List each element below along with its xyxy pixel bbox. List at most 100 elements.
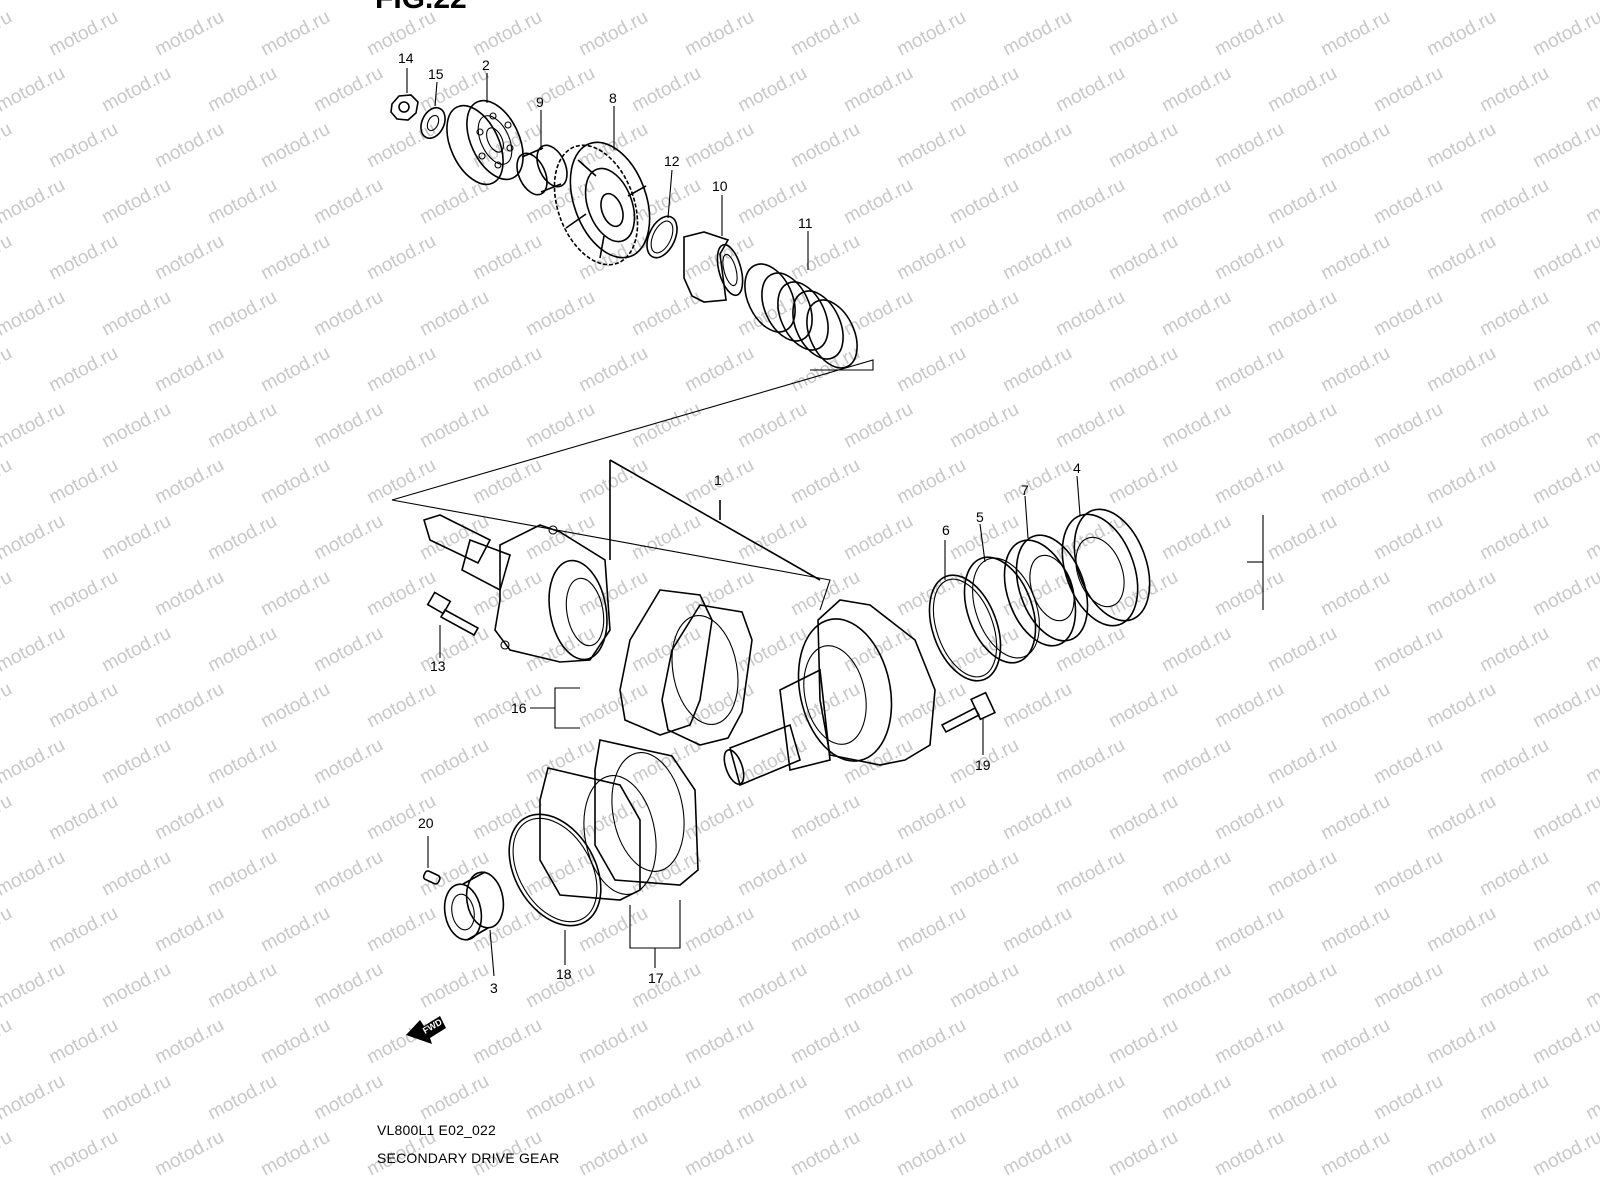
watermark-text: motod.ru <box>1211 567 1287 621</box>
callout-9: 9 <box>536 94 544 110</box>
watermark-text: motod.ru <box>204 959 280 1013</box>
watermark-text: motod.ru <box>1158 959 1234 1013</box>
watermark-text: motod.ru <box>1423 679 1499 733</box>
watermark-text: motod.ru <box>840 0 916 4</box>
watermark-text: motod.ru <box>1052 287 1128 341</box>
watermark-text: motod.ru <box>1423 791 1499 845</box>
circlip-part-12 <box>646 215 678 259</box>
watermark-text: motod.ru <box>0 959 69 1013</box>
watermark-text: motod.ru <box>522 735 598 789</box>
watermark-text: motod.ru <box>1264 735 1340 789</box>
watermark-text: motod.ru <box>1423 455 1499 509</box>
watermark-text: motod.ru <box>1264 1071 1340 1125</box>
callout-14: 14 <box>398 50 414 66</box>
watermark-text: motod.ru <box>1211 1127 1287 1181</box>
watermark-text: motod.ru <box>469 679 545 733</box>
watermark-text: motod.ru <box>1529 1015 1600 1069</box>
watermark-text: motod.ru <box>840 1071 916 1125</box>
watermark-text: motod.ru <box>575 1015 651 1069</box>
watermark-text: motod.ru <box>363 119 439 173</box>
watermark-text: motod.ru <box>416 959 492 1013</box>
watermark-text: motod.ru <box>257 455 333 509</box>
watermark-text: motod.ru <box>1370 63 1446 117</box>
watermark-text: motod.ru <box>1476 623 1552 677</box>
cam-part-10 <box>683 231 744 303</box>
watermark-text: motod.ru <box>1052 1071 1128 1125</box>
callout-3: 3 <box>490 980 498 996</box>
watermark-text: motod.ru <box>946 847 1022 901</box>
watermark-text: motod.ru <box>628 0 704 4</box>
gasket-pair-part-16 <box>619 589 753 746</box>
watermark-text: motod.ru <box>204 175 280 229</box>
watermark-text: motod.ru <box>840 175 916 229</box>
watermark-text: motod.ru <box>1052 0 1128 4</box>
watermark-text: motod.ru <box>257 231 333 285</box>
watermark-text: motod.ru <box>575 7 651 61</box>
watermark-text: motod.ru <box>1264 399 1340 453</box>
watermark-text: motod.ru <box>1158 847 1234 901</box>
watermark-text: motod.ru <box>151 679 227 733</box>
watermark-text: motod.ru <box>999 231 1075 285</box>
watermark-text: motod.ru <box>1423 343 1499 397</box>
watermark-text: motod.ru <box>310 511 386 565</box>
gasket-pair-part-17 <box>539 739 699 901</box>
watermark-text: motod.ru <box>0 455 16 509</box>
watermark-text: motod.ru <box>999 119 1075 173</box>
lock-nut-part-4 <box>1061 508 1151 627</box>
watermark-text: motod.ru <box>1423 7 1499 61</box>
watermark-text: motod.ru <box>1317 791 1393 845</box>
watermark-text: motod.ru <box>522 0 598 4</box>
watermark-text: motod.ru <box>787 903 863 957</box>
bearing-part-2 <box>446 99 524 186</box>
watermark-text: motod.ru <box>363 903 439 957</box>
callout-5: 5 <box>976 509 984 525</box>
watermark-text: motod.ru <box>1158 623 1234 677</box>
drive-gear-shaft-part-1a <box>423 514 611 663</box>
watermark-text: motod.ru <box>681 1015 757 1069</box>
watermark-text: motod.ru <box>1476 175 1552 229</box>
nut-part-14 <box>390 94 419 121</box>
watermark-text: motod.ru <box>310 63 386 117</box>
watermark-text: motod.ru <box>416 735 492 789</box>
watermark-text: motod.ru <box>204 1071 280 1125</box>
watermark-text: motod.ru <box>1105 119 1181 173</box>
watermark-text: motod.ru <box>469 1015 545 1069</box>
watermark-text: motod.ru <box>204 847 280 901</box>
watermark-text: motod.ru <box>946 959 1022 1013</box>
watermark-text: motod.ru <box>0 511 69 565</box>
watermark-text: motod.ru <box>1476 847 1552 901</box>
watermark-text: motod.ru <box>575 231 651 285</box>
watermark-text: motod.ru <box>1317 119 1393 173</box>
watermark-text: motod.ru <box>575 567 651 621</box>
watermark-text: motod.ru <box>522 287 598 341</box>
watermark-text: motod.ru <box>0 567 16 621</box>
watermark-text: motod.ru <box>0 119 16 173</box>
watermark-text: motod.ru <box>151 903 227 957</box>
watermark-text: motod.ru <box>98 63 174 117</box>
watermark-text: motod.ru <box>98 1071 174 1125</box>
watermark-text: motod.ru <box>893 343 969 397</box>
watermark-text: motod.ru <box>1105 679 1181 733</box>
watermark-text: motod.ru <box>257 343 333 397</box>
watermark-text: motod.ru <box>0 903 16 957</box>
figure-name: SECONDARY DRIVE GEAR <box>377 1150 560 1166</box>
watermark-text: motod.ru <box>522 1071 598 1125</box>
watermark-text: motod.ru <box>1529 791 1600 845</box>
watermark-text: motod.ru <box>946 63 1022 117</box>
watermark-text: motod.ru <box>310 847 386 901</box>
bearing-part-7 <box>1003 534 1089 647</box>
watermark-text: motod.ru <box>893 455 969 509</box>
watermark-text: motod.ru <box>1317 455 1393 509</box>
callout-19: 19 <box>975 757 991 773</box>
watermark-text: motod.ru <box>469 567 545 621</box>
watermark-text: motod.ru <box>628 623 704 677</box>
watermark-text: motod.ru <box>999 343 1075 397</box>
watermark-text: motod.ru <box>1264 175 1340 229</box>
watermark-text: motod.ru <box>45 119 121 173</box>
watermark-text: motod.ru <box>1211 679 1287 733</box>
callout-1: 1 <box>714 472 722 488</box>
callout-10: 10 <box>712 178 728 194</box>
watermark-text: motod.ru <box>575 343 651 397</box>
watermark-text: motod.ru <box>1370 623 1446 677</box>
watermark-text: motod.ru <box>310 735 386 789</box>
